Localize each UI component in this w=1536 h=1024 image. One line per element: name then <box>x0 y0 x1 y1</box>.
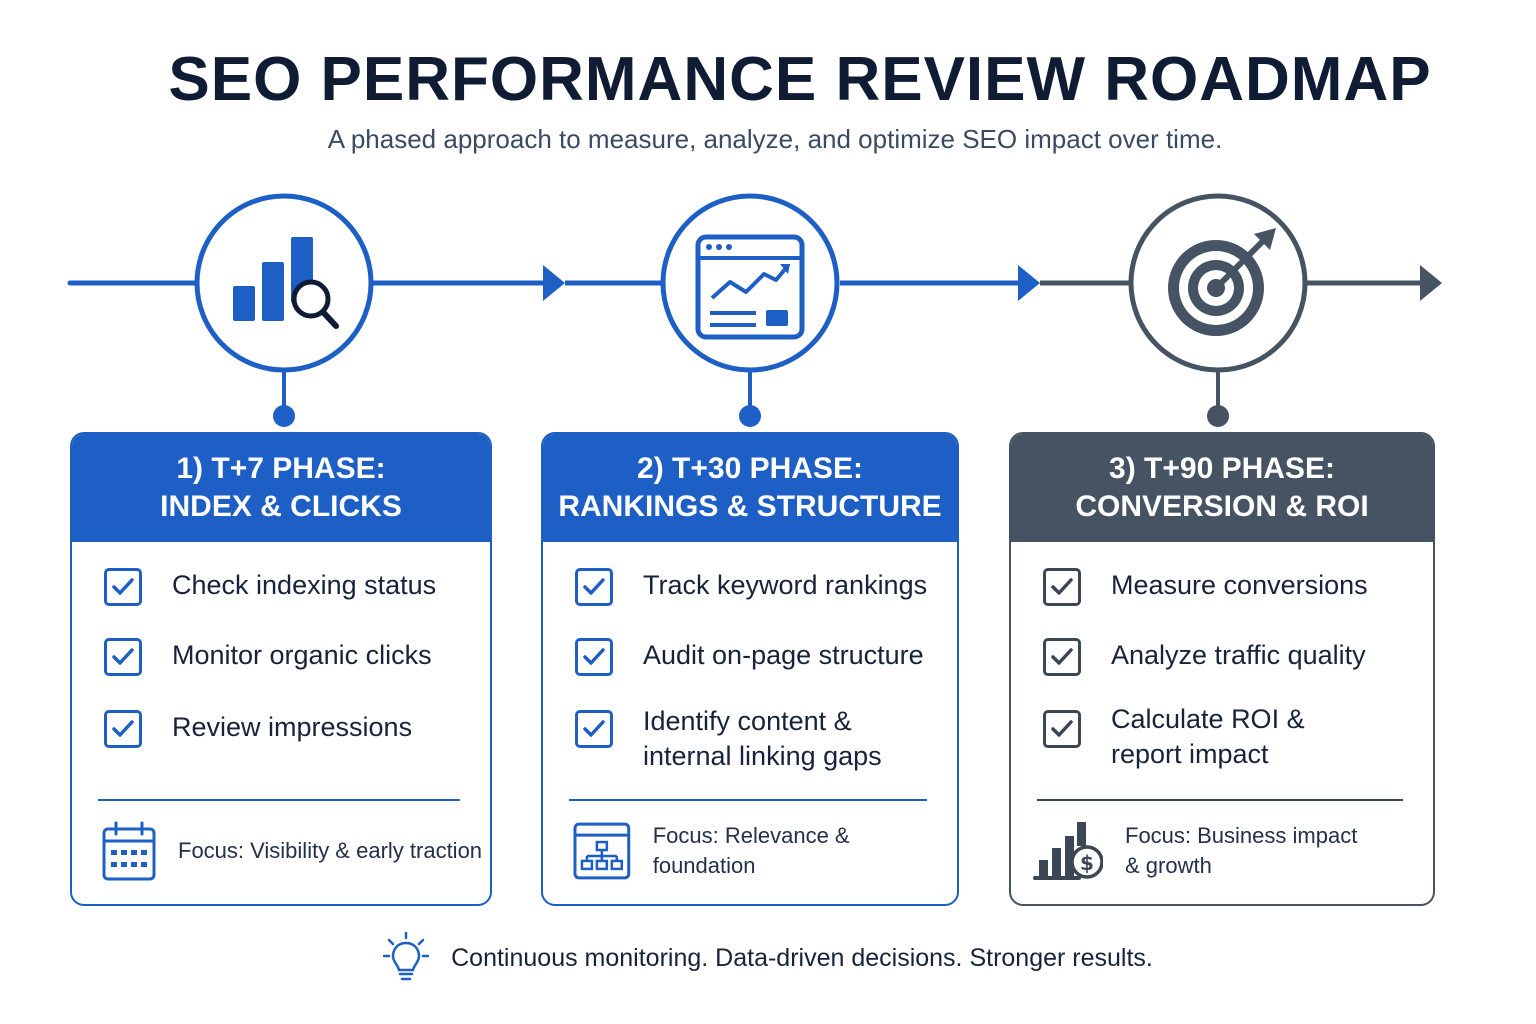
phase-3-item-text: Measure conversions <box>1111 570 1368 600</box>
checkbox-checked-icon <box>575 710 613 748</box>
phase-3-heading-line-2: CONVERSION & ROI <box>1075 490 1369 523</box>
phase-1-header: 1) T+7 PHASE: INDEX & CLICKS <box>72 434 490 542</box>
checkbox-checked-icon <box>104 638 142 676</box>
phase-2-item-text-line-2: internal linking gaps <box>643 741 882 771</box>
phase-2-focus: Focus: Relevance & foundation <box>573 816 957 886</box>
phase-3-item-text-line-1: Calculate ROI & <box>1111 704 1305 734</box>
phase-2-heading-line-2: RANKINGS & STRUCTURE <box>558 490 942 523</box>
phase-3-focus: $ Focus: Business impact & growth <box>1033 816 1357 886</box>
phase-2-item: Track keyword rankings <box>575 568 927 606</box>
target-arrow-icon <box>1168 228 1276 336</box>
phase-3-focus-text-line-2: & growth <box>1125 853 1212 878</box>
timeline-arrow-2 <box>1018 265 1040 301</box>
phase-1-heading-line-1: 1) T+7 PHASE: <box>176 452 386 485</box>
phase-3-item-text: Analyze traffic quality <box>1111 640 1366 670</box>
phase-2-item-text: Track keyword rankings <box>643 570 928 600</box>
phase-2-focus-text: Focus: Relevance & foundation <box>652 823 850 878</box>
footer-tagline: Continuous monitoring. Data-driven decis… <box>451 943 1153 972</box>
phase-1-item: Monitor organic clicks <box>104 638 432 676</box>
timeline-arrow-3 <box>1420 265 1442 301</box>
dollar-growth-icon: $ <box>1033 822 1103 880</box>
phase-3-item: Measure conversions <box>1043 568 1368 606</box>
phase-3-card: 3) T+90 PHASE: CONVERSION & ROI Measure … <box>1009 432 1435 906</box>
phase-3-focus-text: Focus: Business impact & growth <box>1125 821 1357 881</box>
phase-2-item-text: Identify content & internal linking gaps <box>643 704 882 774</box>
phase-3-heading-line-1: 3) T+90 PHASE: <box>1109 452 1335 485</box>
phase-3-item: Analyze traffic quality <box>1043 638 1366 676</box>
calendar-icon <box>102 821 156 881</box>
page-subtitle: A phased approach to measure, analyze, a… <box>327 124 1223 154</box>
phase-1-item-text: Check indexing status <box>172 570 437 600</box>
phase-1-item: Check indexing status <box>104 568 436 606</box>
phase-1-focus-text: Focus: Visibility & early traction <box>178 838 483 863</box>
divider <box>1037 799 1403 801</box>
phase-1-heading-line-2: INDEX & CLICKS <box>160 490 402 523</box>
checkbox-checked-icon <box>104 710 142 748</box>
phase-2-card: 2) T+30 PHASE: RANKINGS & STRUCTURE Trac… <box>541 432 959 906</box>
checkbox-checked-icon <box>1043 710 1081 748</box>
phase-1-node <box>194 193 374 427</box>
divider <box>98 799 460 801</box>
sitemap-icon <box>573 822 631 880</box>
phase-3-item-text-line-2: report impact <box>1111 739 1269 769</box>
phase-2-header: 2) T+30 PHASE: RANKINGS & STRUCTURE <box>543 434 957 542</box>
browser-trend-icon <box>695 234 805 340</box>
phase-1-focus: Focus: Visibility & early traction <box>102 816 482 886</box>
divider <box>569 799 927 801</box>
phase-1-item-text: Monitor organic clicks <box>172 640 432 670</box>
checkbox-checked-icon <box>104 568 142 606</box>
checkbox-checked-icon <box>1043 638 1081 676</box>
phase-2-item: Audit on-page structure <box>575 638 924 676</box>
phase-1-item: Review impressions <box>104 710 412 748</box>
phase-3-item: Calculate ROI & report impact <box>1043 704 1305 772</box>
phase-2-node <box>660 193 840 427</box>
footer: Continuous monitoring. Data-driven decis… <box>0 932 1536 984</box>
phase-2-heading-line-1: 2) T+30 PHASE: <box>637 452 863 485</box>
phase-3-header: 3) T+90 PHASE: CONVERSION & ROI <box>1011 434 1433 542</box>
phase-2-item-text-line-1: Identify content & <box>643 706 852 736</box>
phase-2-item-text: Audit on-page structure <box>643 640 924 670</box>
timeline <box>67 193 1442 427</box>
phase-1-item-text: Review impressions <box>172 712 413 742</box>
phase-3-node <box>1128 193 1308 427</box>
bar-chart-magnifier-icon <box>233 237 339 329</box>
svg-text:$: $ <box>1080 851 1094 875</box>
phase-3-focus-text-line-1: Focus: Business impact <box>1125 823 1358 848</box>
lightbulb-icon <box>383 932 430 981</box>
page-title: SEO PERFORMANCE REVIEW ROADMAP <box>168 45 1432 114</box>
checkbox-checked-icon <box>575 638 613 676</box>
checkbox-checked-icon <box>575 568 613 606</box>
phase-3-item-text: Calculate ROI & report impact <box>1111 702 1305 772</box>
timeline-arrow-1 <box>543 265 565 301</box>
phase-1-card: 1) T+7 PHASE: INDEX & CLICKS Check index… <box>70 432 492 906</box>
phase-2-item: Identify content & internal linking gaps <box>575 706 882 774</box>
checkbox-checked-icon <box>1043 568 1081 606</box>
